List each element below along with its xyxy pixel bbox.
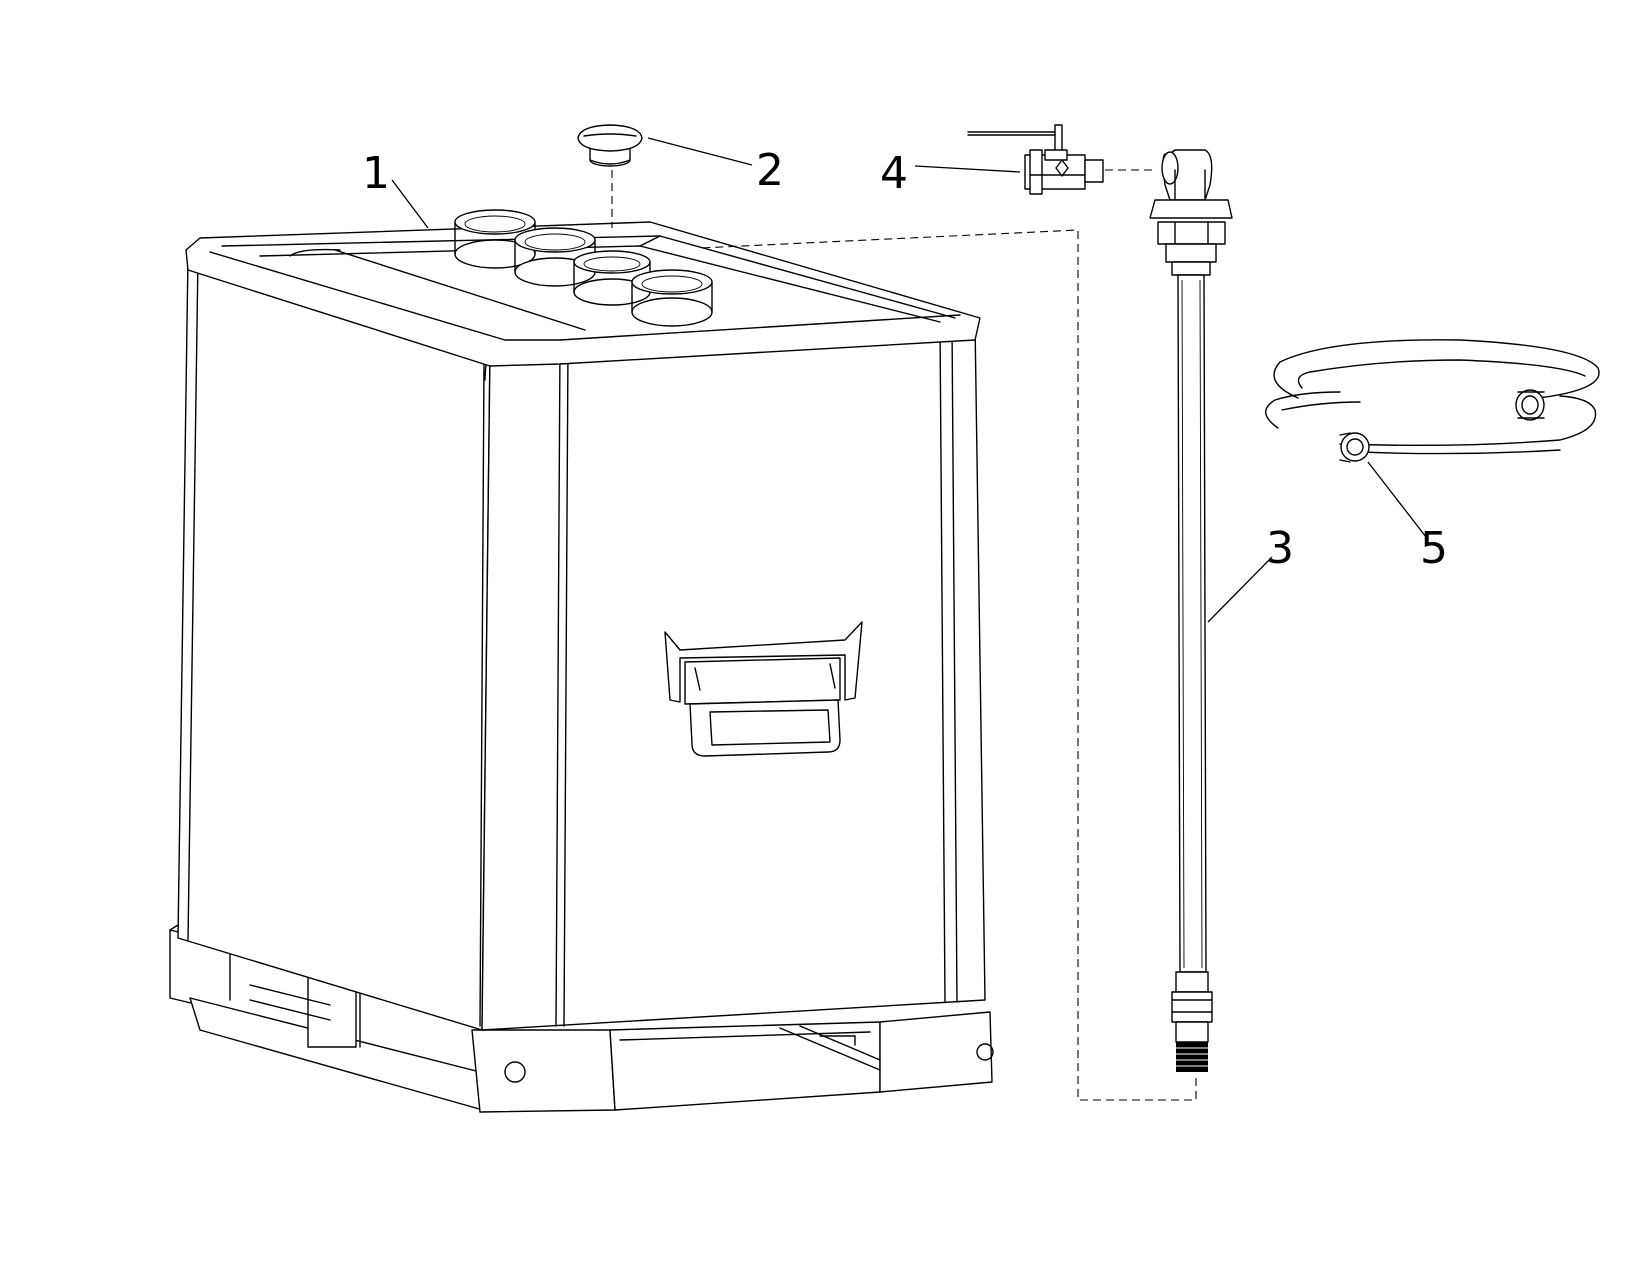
tank-handle (664, 621, 863, 757)
callout-2: 2 (756, 145, 784, 196)
callout-1: 1 (362, 148, 390, 199)
tank-left-face (177, 255, 491, 1031)
tube-insertion-path (699, 229, 1197, 1101)
tank (169, 209, 994, 1113)
leader-5 (1367, 461, 1427, 538)
leader-4 (914, 165, 1021, 173)
callout-4: 4 (880, 148, 908, 199)
leader-3 (1207, 556, 1273, 623)
pallet-base (169, 924, 994, 1113)
dip-tube (1149, 149, 1233, 1072)
tank-openings (454, 209, 713, 327)
leader-2 (647, 137, 753, 166)
cap (577, 124, 643, 167)
ball-valve (967, 124, 1104, 195)
hose (1265, 339, 1600, 463)
callout-3: 3 (1266, 523, 1294, 574)
leader-1 (391, 179, 429, 229)
callout-5: 5 (1420, 523, 1448, 574)
